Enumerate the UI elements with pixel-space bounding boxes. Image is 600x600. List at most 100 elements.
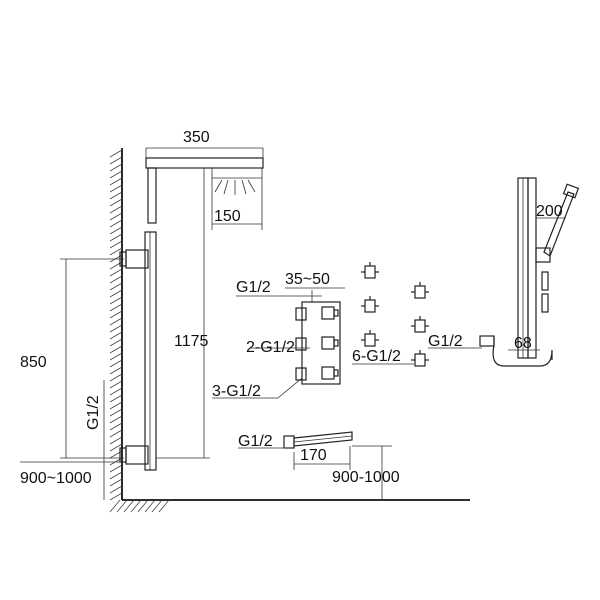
hatch-line: [109, 310, 123, 319]
body-jet: [361, 262, 379, 279]
wall-hatching: [109, 149, 123, 501]
hatch-line: [109, 352, 123, 361]
hatch-line: [109, 485, 123, 494]
bath-spout: [283, 431, 353, 449]
hatch-line: [109, 331, 123, 340]
hatch-line: [109, 499, 121, 513]
body-jets: [361, 262, 429, 367]
label-mixer-thread: G1/2: [236, 279, 271, 296]
label-spout-length: 170: [300, 447, 327, 464]
hatch-line: [109, 163, 123, 172]
hatch-line: [109, 338, 123, 347]
label-rail-offset: 68: [514, 335, 532, 352]
dimension-hose-thread: G1/2: [428, 333, 482, 350]
hatch-line: [109, 415, 123, 424]
hatch-line: [109, 282, 123, 291]
hatch-line: [109, 317, 123, 326]
hatch-line: [109, 149, 123, 158]
label-mixer-two-outlets: 2-G1/2: [246, 339, 295, 356]
label-mixer-spacing: 35~50: [285, 271, 330, 288]
hatch-line: [109, 471, 123, 480]
label-inlet-thread: G1/2: [85, 395, 102, 430]
hatch-line: [109, 177, 123, 186]
floor: [109, 499, 470, 513]
hatch-line: [109, 226, 123, 235]
hatch-line: [109, 247, 123, 256]
hatch-line: [109, 373, 123, 382]
label-jets-thread: 6-G1/2: [352, 348, 401, 365]
hatch-line: [109, 240, 123, 249]
slide-rail: [517, 177, 551, 359]
label-spout-thread: G1/2: [238, 433, 273, 450]
hatch-line: [109, 345, 123, 354]
hatch-line: [109, 170, 123, 179]
label-head-width: 150: [214, 208, 241, 225]
hatch-line: [109, 359, 123, 368]
hatch-line: [109, 408, 123, 417]
label-mixer-three-outlets: 3-G1/2: [212, 383, 261, 400]
body-jet: [361, 330, 379, 347]
hatch-line: [109, 366, 123, 375]
hatch-line: [123, 499, 135, 513]
wall: [109, 148, 123, 501]
hatch-line: [109, 464, 123, 473]
hatch-line: [109, 429, 123, 438]
hatch-line: [109, 478, 123, 487]
hatch-line: [158, 499, 170, 513]
hatch-line: [109, 289, 123, 298]
dimension-150: 150: [211, 178, 263, 230]
water-spray-lines: [214, 179, 256, 195]
jets-label: 6-G1/2: [352, 348, 414, 365]
hatch-line: [109, 436, 123, 445]
hatch-line: [130, 499, 142, 513]
dimension-rail-offset: 68: [508, 335, 540, 352]
body-jet: [411, 350, 429, 367]
dimension-1175: 1175: [156, 167, 210, 459]
hatch-line: [109, 296, 123, 305]
hatch-line: [109, 233, 123, 242]
hatch-line: [109, 198, 123, 207]
hatch-line: [109, 324, 123, 333]
label-floor-range-left: 900~1000: [20, 470, 92, 487]
hatch-line: [109, 184, 123, 193]
body-jet: [411, 282, 429, 299]
dimension-inlet-thread: G1/2: [85, 380, 105, 462]
hatch-line: [109, 205, 123, 214]
hatch-line: [109, 394, 123, 403]
label-panel-width: 350: [183, 129, 210, 146]
label-inlet-height: 850: [20, 354, 47, 371]
dimension-850: 850: [20, 258, 124, 459]
label-handset-width: 200: [536, 203, 563, 220]
body-jet: [411, 316, 429, 333]
mixer-dimensions: G1/2 35~50 2-G1/2 3-G1/2: [212, 271, 345, 400]
hatch-line: [109, 156, 123, 165]
shower-hose: [479, 335, 553, 367]
dimension-handset: 200: [536, 203, 566, 220]
hatch-line: [151, 499, 163, 513]
dimension-spout-length: 170: [293, 446, 351, 470]
hatch-line: [109, 422, 123, 431]
hatch-line: [109, 492, 123, 501]
hatch-line: [109, 380, 123, 389]
floor-hatching: [109, 499, 170, 513]
dimension-spout-thread: G1/2: [238, 433, 290, 450]
hatch-line: [109, 401, 123, 410]
hatch-line: [109, 303, 123, 312]
label-overall-height: 1175: [174, 333, 209, 350]
label-floor-range-right: 900-1000: [332, 469, 400, 486]
shower-column: [119, 231, 157, 471]
hatch-line: [109, 275, 123, 284]
hatch-line: [144, 499, 156, 513]
dimension-350: 350: [145, 129, 264, 158]
body-jet: [361, 296, 379, 313]
hatch-line: [137, 499, 149, 513]
dimension-floor-left: 900~1000: [20, 461, 124, 500]
hatch-line: [109, 212, 123, 221]
hatch-line: [109, 268, 123, 277]
hatch-line: [109, 443, 123, 452]
hatch-line: [116, 499, 128, 513]
label-hose-thread: G1/2: [428, 333, 463, 350]
dimension-floor-right: 900-1000: [332, 445, 400, 500]
hatch-line: [109, 219, 123, 228]
